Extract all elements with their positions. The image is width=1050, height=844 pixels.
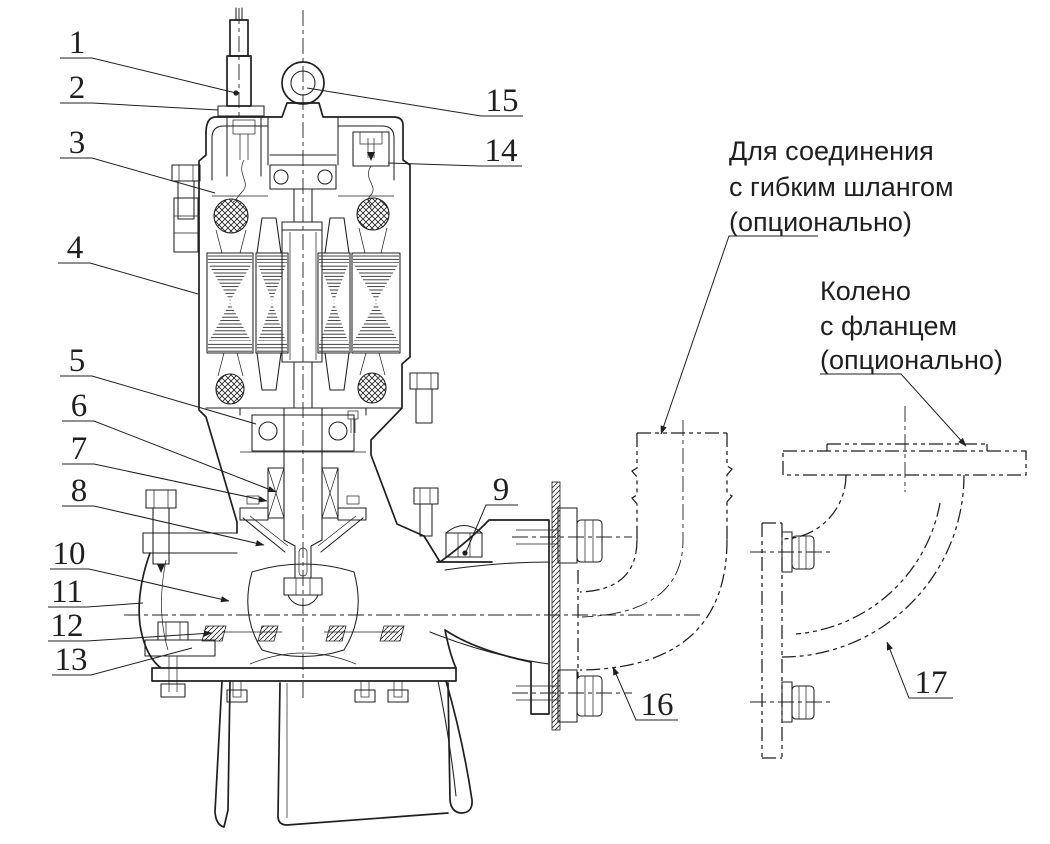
motor-housing [171,102,439,537]
casing-bolt-right [409,372,439,424]
hose-elbow [577,432,733,678]
svg-text:11: 11 [51,574,83,610]
stator-windings [206,217,401,391]
impeller [247,563,359,658]
callout-13: 13 [52,642,193,678]
casing-bolt-left [171,164,201,253]
flange-bolt-bottom [516,669,603,723]
svg-text:(опционально): (опционально) [820,345,1003,375]
rotor-and-shaft [281,188,323,579]
svg-text:6: 6 [71,388,88,424]
callout-7: 7 [62,431,268,503]
flange-bolt-top [516,507,603,564]
svg-text:14: 14 [485,133,518,169]
thermal-sensor [352,131,390,209]
svg-text:8: 8 [71,473,88,509]
volute-casing [138,487,457,703]
svg-text:7: 7 [71,431,88,467]
annotations: Для соединения с гибким шлангом (опциона… [660,136,1003,447]
callout-11: 11 [48,574,144,610]
callout-8: 8 [62,473,265,547]
lower-bearing [239,407,367,452]
svg-text:9: 9 [493,472,510,508]
elbow-flange-bolt-top [781,531,815,573]
pump-cross-section [138,7,603,828]
lifting-eyebolt [281,61,325,105]
callout-16: 16 [612,666,678,723]
upper-bearing [269,164,337,190]
svg-text:с гибким шлангом: с гибким шлангом [729,172,954,202]
callout-12: 12 [48,608,213,644]
callout-10: 10 [50,536,230,603]
svg-text:Для соединения: Для соединения [729,136,934,166]
svg-text:4: 4 [67,230,84,266]
callout-4: 4 [58,230,199,295]
centerlines [124,8,906,703]
svg-text:(опционально): (опционально) [729,207,912,237]
discharge-flange-plate [516,481,603,731]
svg-text:15: 15 [486,83,519,119]
svg-text:1: 1 [69,25,86,61]
vent-plug [445,524,483,558]
mechanical-seal [239,451,367,521]
callout-15: 15 [306,83,523,119]
discharge-branch [423,519,550,715]
callout-14: 14 [387,133,522,169]
suction-flange-studs [226,680,409,703]
svg-text:17: 17 [915,665,948,701]
svg-text:2: 2 [69,70,86,106]
callout-6: 6 [62,388,277,493]
callout-2: 2 [60,70,219,111]
svg-text:5: 5 [69,343,86,379]
callout-5: 5 [60,343,257,425]
flanged-elbow [761,443,1027,759]
svg-text:Колено: Колено [820,276,911,306]
svg-text:3: 3 [69,125,86,161]
svg-text:с фланцем: с фланцем [820,311,957,341]
callout-17: 17 [886,641,953,701]
callout-9: 9 [462,472,518,556]
callout-1: 1 [60,25,239,96]
volute-stud-left [145,489,177,573]
annotation-hose-connection: Для соединения с гибким шлангом (опциона… [660,136,954,435]
elbow-flange-bolt-bottom [781,681,815,723]
svg-text:13: 13 [55,642,88,678]
svg-text:12: 12 [51,608,84,644]
suction-stand [214,680,473,828]
svg-text:10: 10 [53,536,86,572]
callouts: 1 2 3 4 5 6 7 8 [48,25,953,723]
callout-3: 3 [60,125,216,194]
suction-flange-bolt-left [144,621,216,698]
annotation-flanged-elbow: Колено с фланцем (опционально) [820,276,1003,447]
oil-chamber [242,515,364,553]
cable-gland [217,7,265,203]
volute-stud-right [413,487,439,537]
winding-end-coils [213,197,390,405]
svg-text:16: 16 [641,687,674,723]
